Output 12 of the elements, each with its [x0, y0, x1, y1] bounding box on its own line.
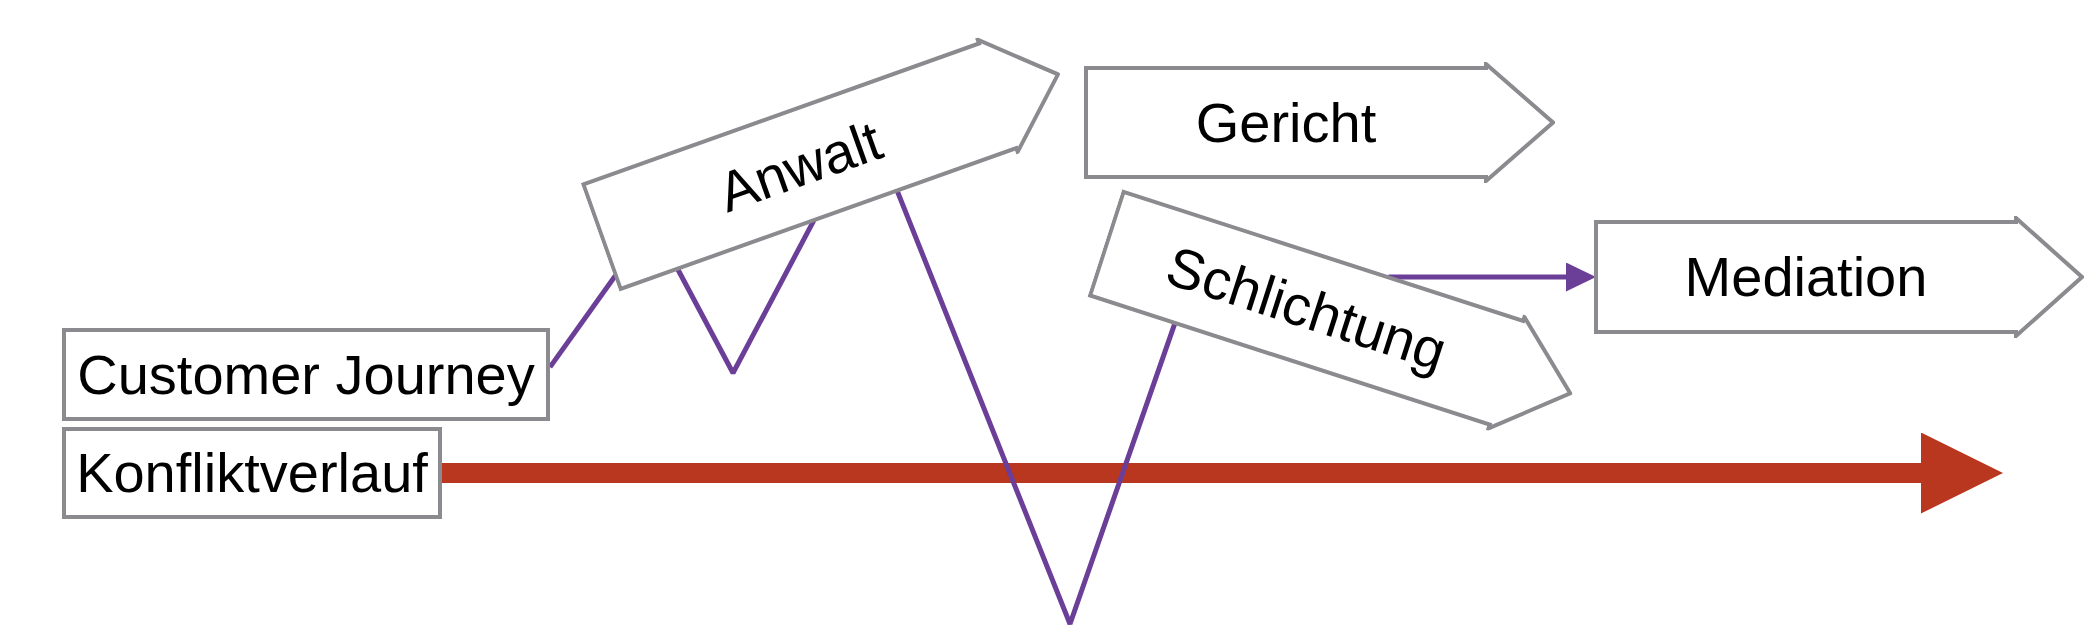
label-frame [62, 328, 550, 421]
stage-label: Mediation [1684, 249, 1928, 305]
track-label: Konfliktverlauf [76, 445, 428, 501]
arrow-shape [1594, 216, 2084, 338]
stage-label: Gericht [1195, 94, 1377, 151]
timeline-arrow [442, 432, 2003, 514]
stage-label: Anwalt [710, 111, 888, 222]
connector-line [894, 189, 1178, 627]
connector-line [675, 219, 817, 376]
arrow-shape [1084, 62, 1555, 183]
arrow [1388, 262, 1596, 292]
label-frame [62, 427, 442, 519]
